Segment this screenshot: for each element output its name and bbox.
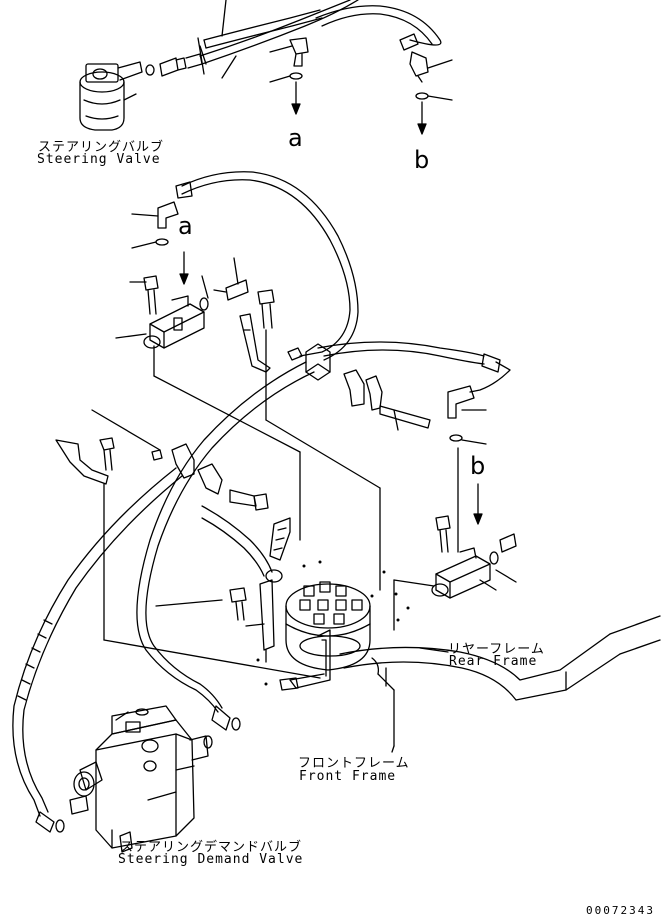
bolt-center-left <box>155 587 247 621</box>
ref-a-mid: a <box>178 212 193 240</box>
clamp-mid <box>305 343 431 431</box>
drawing-number: 00072343 <box>586 904 655 917</box>
steering-valve-hoses <box>197 0 442 83</box>
bracket-center <box>197 463 273 577</box>
bolt-mid-left <box>129 275 159 315</box>
ref-b-mid: b <box>470 452 486 480</box>
plug-small-mid <box>287 347 303 361</box>
rear-frame-outline <box>339 615 661 747</box>
front-frame-label-jp: フロントフレーム <box>298 756 410 771</box>
steering-valve-fittings <box>145 53 203 77</box>
elbow-fitting-a <box>269 37 309 115</box>
steering-valve <box>79 61 143 131</box>
bracket-center-lower <box>245 579 275 663</box>
demand-valve-label-jp: ステアリングデマンドバルブ <box>120 840 303 855</box>
steering-demand-valve <box>69 705 213 853</box>
elbow-fitting-mid <box>131 201 189 285</box>
restrictor-mid <box>213 257 249 301</box>
rear-frame-label-en: Rear Frame <box>449 654 538 669</box>
bolt-mid-right <box>257 289 275 329</box>
bracket-mid <box>239 313 381 591</box>
bolt-right <box>435 447 459 553</box>
plug-mid <box>199 275 209 311</box>
demand-valve-label-en: Steering Demand Valve <box>118 852 304 867</box>
flow-valve-right <box>393 533 517 631</box>
fitting-b-top <box>415 59 453 135</box>
hose-center-fitting <box>265 517 291 583</box>
rear-frame-label-jp: リヤーフレーム <box>448 642 545 657</box>
steering-valve-label-en: Steering Valve <box>37 152 161 167</box>
bracket-left <box>55 437 321 679</box>
hose-left-vertical <box>12 467 183 833</box>
steering-valve-label-jp: ステアリングバルブ <box>38 140 165 155</box>
clamp-left <box>91 409 195 479</box>
label-leaders <box>391 647 449 753</box>
flow-valve-mid <box>115 295 301 541</box>
hose-upper-right <box>317 341 511 393</box>
elbow-fitting-right <box>447 385 487 525</box>
tank-markers <box>256 560 410 686</box>
hose-long-lower <box>136 361 315 731</box>
front-frame-label-en: Front Frame <box>299 769 397 784</box>
hose-loop-upper <box>175 171 359 361</box>
ref-a-top: a <box>288 124 303 152</box>
ref-b-top: b <box>414 146 430 174</box>
